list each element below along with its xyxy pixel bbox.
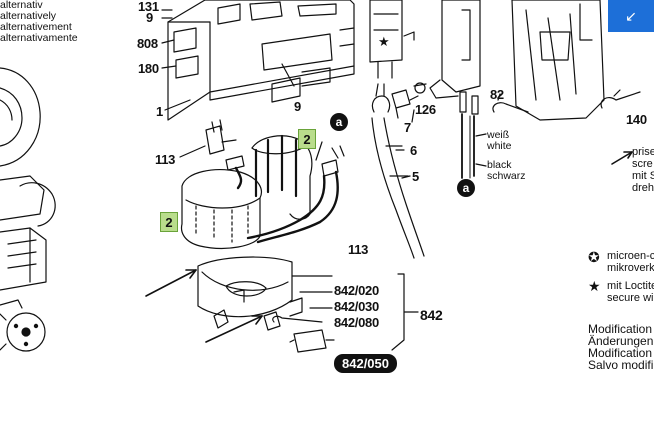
part-131: 131 [138, 0, 159, 14]
corner-arrow-symbol: ↙ [625, 7, 637, 24]
wire-black-label: black schwarz [487, 160, 526, 182]
armature-fragment [0, 67, 56, 352]
brush-holder-113 [205, 119, 237, 155]
part-126: 126 [415, 102, 436, 117]
carbon-brush-842-050 [293, 329, 327, 353]
part-808: 808 [137, 36, 158, 51]
loctite-note: mit Loctite secure wi [607, 280, 654, 304]
part-842-050: 842/050 [334, 354, 397, 373]
loctite-line-2: secure wi [607, 292, 654, 304]
power-cable [371, 83, 425, 259]
part-9-top: 9 [146, 10, 153, 25]
part-842-080: 842/080 [334, 315, 379, 330]
corner-arrow-icon[interactable]: ↙ [608, 0, 654, 32]
part-9: 9 [294, 99, 301, 114]
part-842: 842 [420, 307, 443, 323]
switch-7 [369, 0, 415, 79]
press-line-4: dreher [632, 182, 654, 194]
part-1: 1 [156, 104, 163, 119]
part-140: 140 [626, 112, 647, 127]
plate-180 [175, 55, 199, 79]
press-line-2: scre [632, 158, 653, 170]
mod-line-1: Modification [588, 322, 653, 336]
part-180: 180 [138, 61, 159, 76]
wire-white-en: white [487, 140, 512, 152]
wire-white-label: weiß white [487, 130, 512, 152]
alt-line-2: alternatively [0, 10, 57, 22]
wire-black-en: black [487, 159, 512, 171]
part-113-bottom: 113 [348, 242, 369, 257]
callout-a-top: a [330, 113, 348, 131]
screw-842-080 [272, 315, 323, 323]
callout-2-field: 2 [160, 212, 178, 232]
plate-808 [173, 27, 197, 53]
alt-line-4: alternativamente [0, 32, 78, 44]
modification-note: Modification Änderungen Modification Sal… [588, 323, 653, 371]
microencapsulated-icon: ✪ [588, 249, 600, 265]
housing-part-1 [167, 0, 355, 121]
handle-shell [511, 0, 605, 121]
callout-2-coil: 2 [298, 129, 316, 149]
loctite-line-1: mit Loctite [607, 280, 654, 292]
microen-note: microen-c mikroverk [607, 250, 654, 274]
wire-white-de: weiß [487, 129, 510, 141]
mod-line-4: Salvo modifi [588, 358, 654, 372]
microen-line-1: microen-c [607, 250, 654, 262]
microen-line-2: mikroverk [607, 262, 654, 274]
alt-line-1: alternativ [0, 0, 43, 11]
part-113-top: 113 [155, 152, 176, 167]
wire-black-de: schwarz [487, 170, 526, 182]
part-82: 82 [490, 87, 504, 102]
switch-star-icon: ★ [378, 34, 390, 49]
press-line-3: mit Sc [632, 170, 654, 182]
alternative-note: alternativ alternatively alternativement… [0, 0, 78, 44]
handle-cover [429, 0, 481, 99]
part-842-030: 842/030 [334, 299, 379, 314]
part-842-020: 842/020 [334, 283, 379, 298]
part-7: 7 [404, 120, 411, 135]
brush-plate-842 [197, 256, 303, 331]
press-line-1: prise [632, 146, 654, 158]
loctite-star-icon: ★ [588, 278, 601, 294]
press-note: prise scre mit Sc dreher [632, 146, 654, 194]
part-6: 6 [410, 143, 417, 158]
alt-line-3: alternativement [0, 21, 72, 33]
mod-line-3: Modification [588, 346, 653, 360]
callout-a-bottom: a [457, 179, 475, 197]
mod-line-2: Änderungen [588, 334, 654, 348]
part-5: 5 [412, 169, 419, 184]
